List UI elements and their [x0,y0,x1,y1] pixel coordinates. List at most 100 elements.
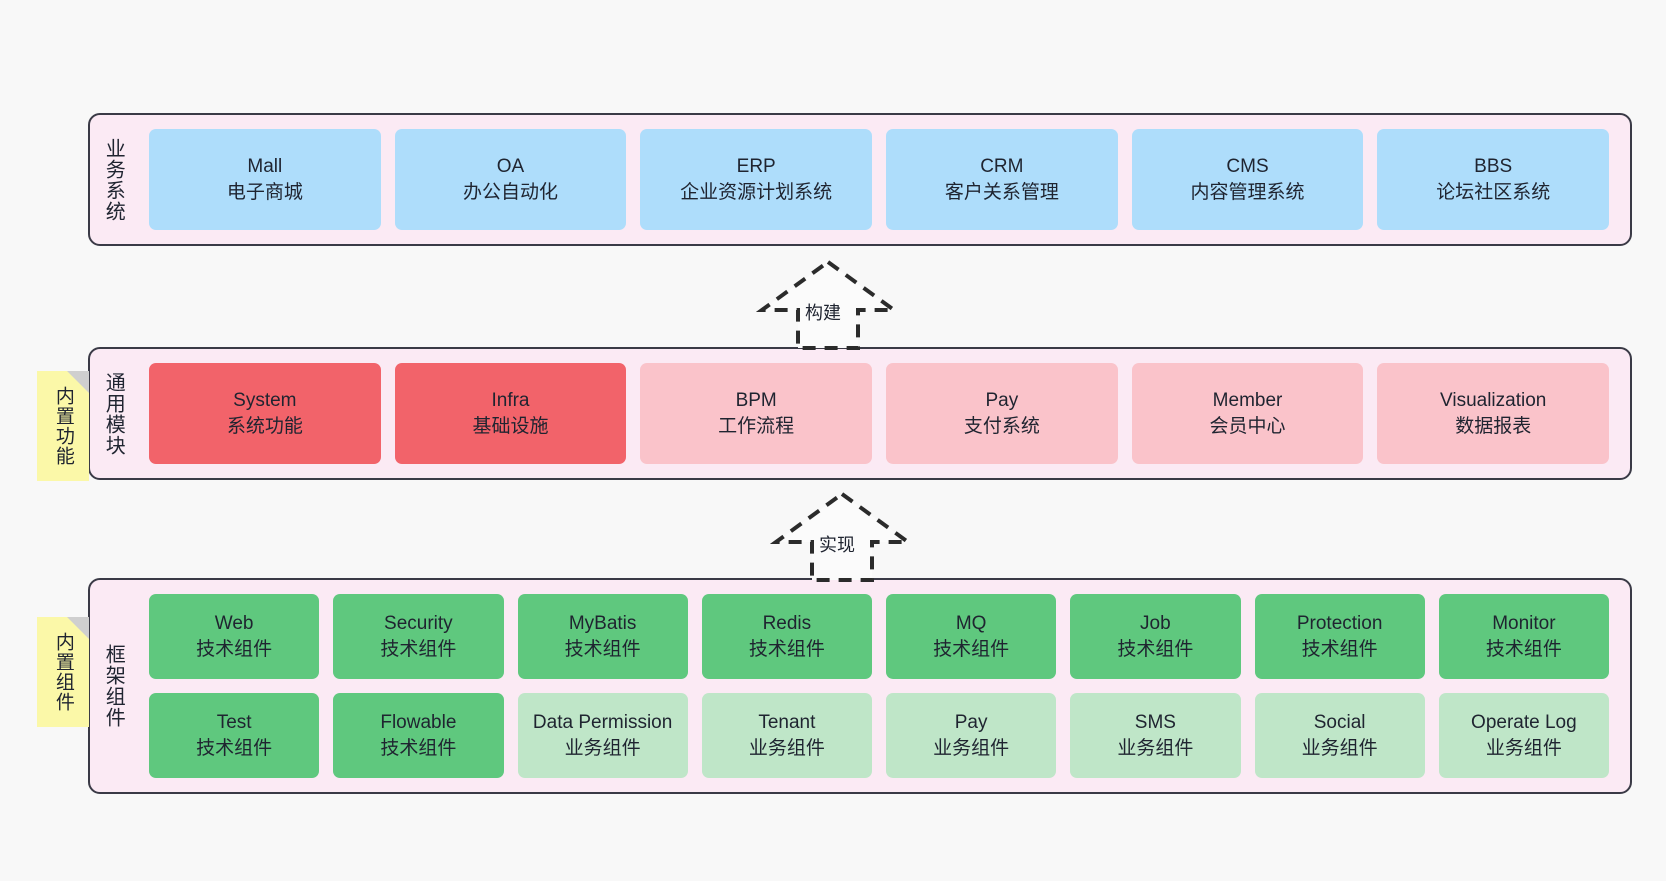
card-bbs[interactable]: BBS 论坛社区系统 [1377,129,1610,230]
card-subtitle: 基础设施 [472,415,549,437]
card-title: Operate Log [1471,712,1577,734]
card-subtitle: 技术组件 [933,638,1010,660]
card-column: ERP 企业资源计划系统 [633,129,879,230]
card-subtitle: 技术组件 [380,737,457,759]
card-column: Monitor 技术组件 Operate Log 业务组件 [1432,594,1616,778]
card-subtitle: 技术组件 [564,638,641,660]
card-visualization[interactable]: Visualization 数据报表 [1377,363,1610,464]
card-sms[interactable]: SMS 业务组件 [1070,693,1241,778]
card-column: BBS 论坛社区系统 [1370,129,1616,230]
card-subtitle: 办公自动化 [463,181,559,203]
connector-implement-label: 实现 [819,535,855,555]
note-builtin-features: 内置功能 [37,371,89,481]
card-pay-module[interactable]: Pay 支付系统 [886,363,1118,464]
card-column: CRM 客户关系管理 [879,129,1125,230]
card-mq[interactable]: MQ 技术组件 [886,594,1057,679]
card-bpm[interactable]: BPM 工作流程 [640,363,873,464]
card-monitor[interactable]: Monitor 技术组件 [1438,594,1609,679]
card-oa[interactable]: OA 办公自动化 [394,129,627,230]
card-operate-log[interactable]: Operate Log 业务组件 [1438,693,1609,778]
card-subtitle: 内容管理系统 [1190,181,1305,203]
card-title: BBS [1474,156,1513,178]
card-job[interactable]: Job 技术组件 [1070,594,1241,679]
card-member[interactable]: Member 会员中心 [1131,363,1364,464]
card-column: Infra 基础设施 [388,363,634,464]
card-title: Pay [954,712,988,734]
card-subtitle: 客户关系管理 [944,181,1059,203]
card-column: Mall 电子商城 [142,129,388,230]
card-title: Infra [491,390,530,412]
note-label: 内置组件 [52,632,74,712]
card-redis[interactable]: Redis 技术组件 [701,594,872,679]
card-crm[interactable]: CRM 客户关系管理 [886,129,1118,230]
card-title: BPM [735,390,777,412]
layer-modules-cards: System 系统功能 Infra 基础设施 BPM 工作流程 Pay [136,349,1630,478]
card-erp[interactable]: ERP 企业资源计划系统 [640,129,873,230]
card-subtitle: 论坛社区系统 [1436,181,1551,203]
card-subtitle: 业务组件 [748,737,825,759]
card-column: MQ 技术组件 Pay 业务组件 [879,594,1063,778]
connector-build: 构建 [755,258,901,350]
card-column: OA 办公自动化 [388,129,634,230]
card-column: System 系统功能 [142,363,388,464]
card-column: Security 技术组件 Flowable 技术组件 [326,594,510,778]
card-pay-component[interactable]: Pay 业务组件 [886,693,1057,778]
card-subtitle: 技术组件 [196,737,273,759]
card-subtitle: 技术组件 [196,638,273,660]
card-web[interactable]: Web 技术组件 [149,594,320,679]
card-mybatis[interactable]: MyBatis 技术组件 [517,594,688,679]
card-title: Test [216,712,252,734]
card-column: Web 技术组件 Test 技术组件 [142,594,326,778]
card-subtitle: 会员中心 [1209,415,1286,437]
connector-implement: 实现 [769,490,915,582]
card-social[interactable]: Social 业务组件 [1254,693,1425,778]
card-title: CRM [980,156,1024,178]
card-title: MyBatis [568,613,637,635]
card-title: Security [384,613,453,635]
card-flowable[interactable]: Flowable 技术组件 [333,693,504,778]
card-column: CMS 内容管理系统 [1125,129,1371,230]
card-title: Flowable [380,712,457,734]
card-column: Protection 技术组件 Social 业务组件 [1248,594,1432,778]
card-subtitle: 企业资源计划系统 [680,181,833,203]
note-label: 内置功能 [52,386,74,466]
card-subtitle: 业务组件 [564,737,641,759]
card-test[interactable]: Test 技术组件 [149,693,320,778]
layer-business-systems: 业务系统 Mall 电子商城 OA 办公自动化 ERP 企业资源计划系统 [88,113,1632,246]
card-system[interactable]: System 系统功能 [149,363,381,464]
card-tenant[interactable]: Tenant 业务组件 [701,693,872,778]
card-subtitle: 业务组件 [1117,737,1194,759]
layer-framework-components: 框架组件 Web 技术组件 Test 技术组件 Security 技术组件 F [88,578,1632,794]
card-protection[interactable]: Protection 技术组件 [1254,594,1425,679]
card-subtitle: 技术组件 [380,638,457,660]
card-data-permission[interactable]: Data Permission 业务组件 [517,693,688,778]
card-column: Job 技术组件 SMS 业务组件 [1063,594,1247,778]
note-builtin-components: 内置组件 [37,617,89,727]
card-subtitle: 业务组件 [1301,737,1378,759]
card-infra[interactable]: Infra 基础设施 [394,363,627,464]
card-column: MyBatis 技术组件 Data Permission 业务组件 [511,594,695,778]
card-column: Redis 技术组件 Tenant 业务组件 [695,594,879,778]
card-column: Visualization 数据报表 [1370,363,1616,464]
card-title: Redis [762,613,812,635]
card-title: Tenant [758,712,816,734]
card-security[interactable]: Security 技术组件 [333,594,504,679]
connector-build-label: 构建 [805,303,841,323]
card-title: CMS [1226,156,1269,178]
card-title: Member [1212,390,1283,412]
card-mall[interactable]: Mall 电子商城 [149,129,381,230]
card-title: SMS [1134,712,1176,734]
card-title: OA [496,156,525,178]
layer-framework-cards: Web 技术组件 Test 技术组件 Security 技术组件 Flowabl… [136,580,1630,792]
layer-framework-title: 框架组件 [102,644,125,728]
card-title: Monitor [1492,613,1556,635]
card-subtitle: 电子商城 [226,181,303,203]
card-title: ERP [736,156,776,178]
card-subtitle: 技术组件 [1485,638,1562,660]
card-cms[interactable]: CMS 内容管理系统 [1131,129,1364,230]
card-column: BPM 工作流程 [633,363,879,464]
card-title: System [233,390,297,412]
note-fold-icon [67,371,89,393]
card-title: Web [214,613,254,635]
